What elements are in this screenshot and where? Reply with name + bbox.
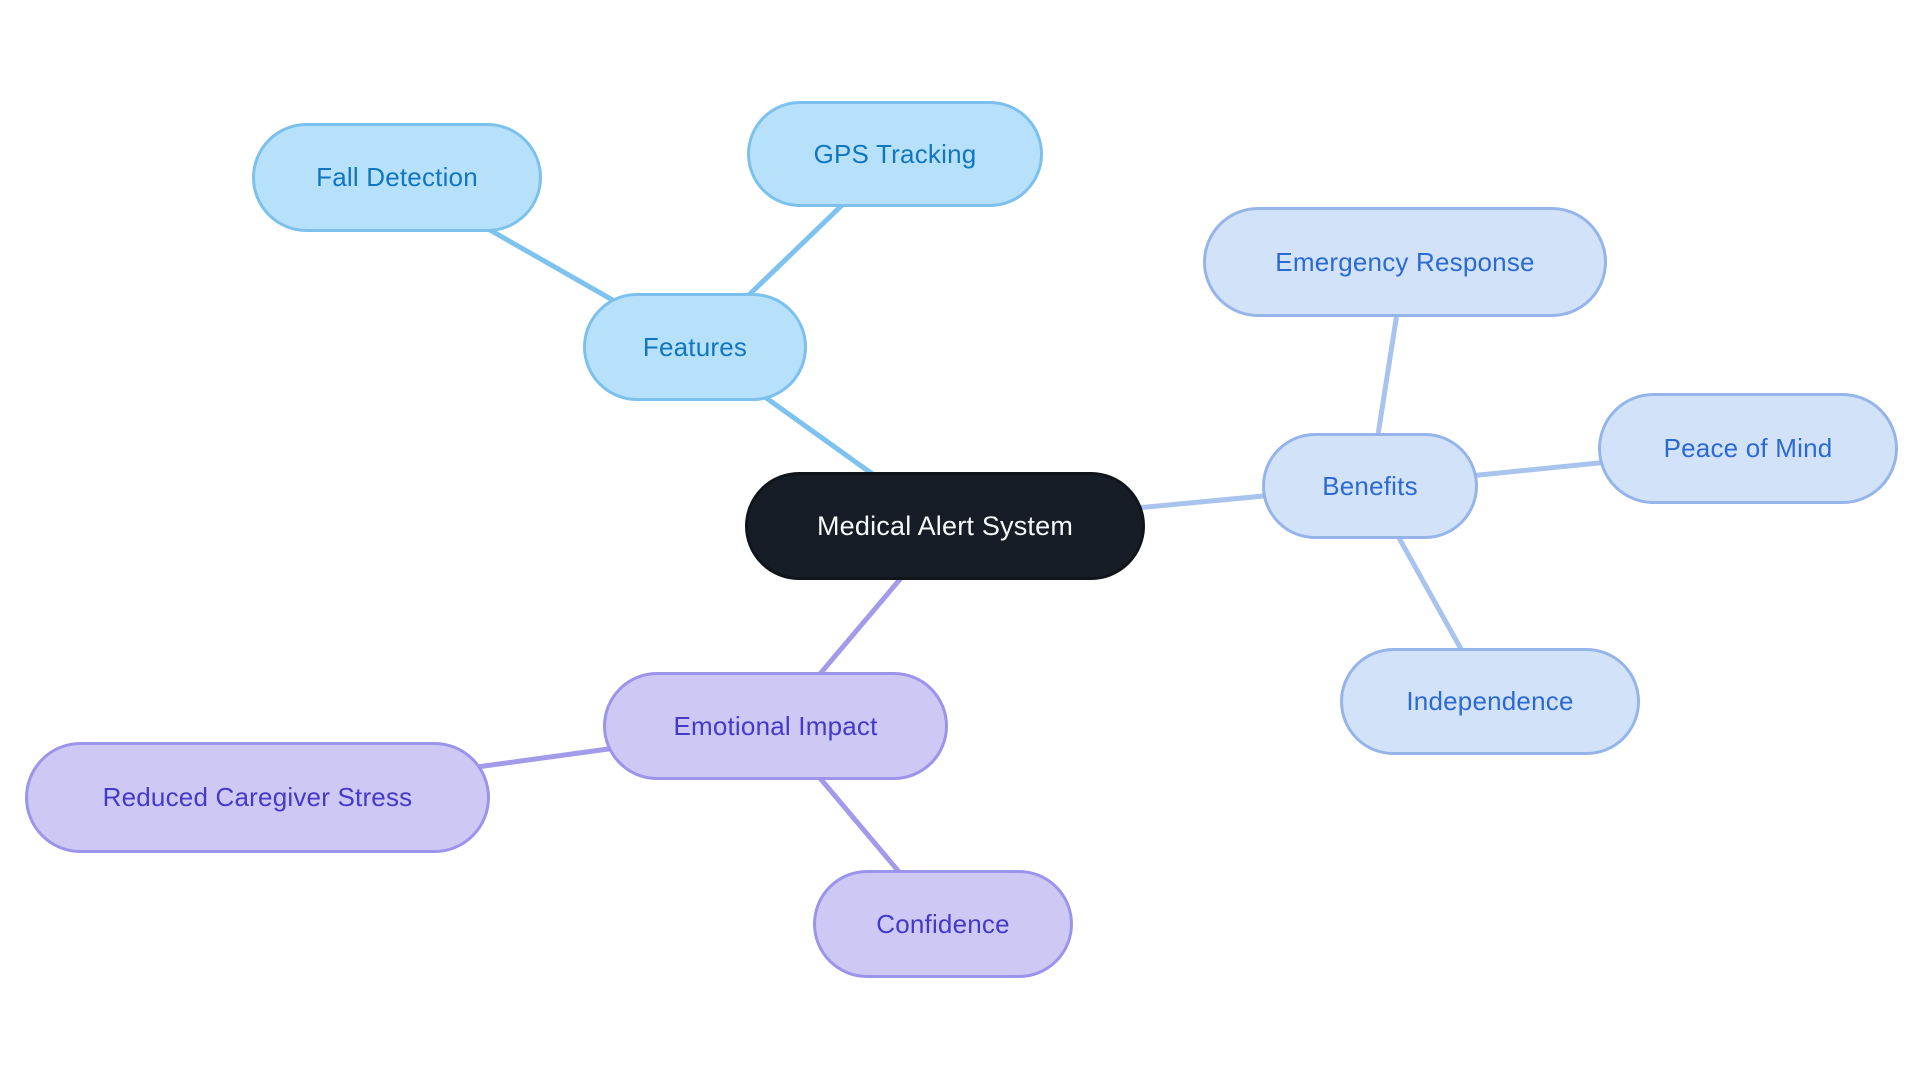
node-peace-of-mind[interactable]: Peace of Mind	[1598, 393, 1898, 504]
node-label: Independence	[1406, 686, 1574, 716]
node-label: Emergency Response	[1275, 246, 1535, 277]
node-confidence[interactable]: Confidence	[813, 870, 1073, 978]
node-emergency-response[interactable]: Emergency Response	[1203, 207, 1607, 317]
node-medical-alert-system[interactable]: Medical Alert System	[745, 472, 1145, 580]
node-fall-detection[interactable]: Fall Detection	[252, 123, 542, 232]
node-label: Peace of Mind	[1663, 433, 1833, 463]
node-label: Emotional Impact	[673, 710, 878, 741]
node-label: Benefits	[1322, 470, 1418, 501]
node-independence[interactable]: Independence	[1340, 648, 1640, 755]
node-label: Confidence	[876, 908, 1010, 939]
node-label: Medical Alert System	[816, 510, 1074, 541]
node-benefits[interactable]: Benefits	[1262, 433, 1478, 539]
node-emotional-impact[interactable]: Emotional Impact	[603, 672, 948, 780]
node-label: Features	[642, 331, 748, 362]
node-reduced-caregiver-stress[interactable]: Reduced Caregiver Stress	[25, 742, 490, 853]
node-features[interactable]: Features	[583, 293, 807, 401]
node-gps-tracking[interactable]: GPS Tracking	[747, 101, 1043, 207]
node-label: Reduced Caregiver Stress	[102, 782, 413, 812]
node-label: Fall Detection	[316, 162, 478, 192]
node-label: GPS Tracking	[813, 138, 977, 169]
